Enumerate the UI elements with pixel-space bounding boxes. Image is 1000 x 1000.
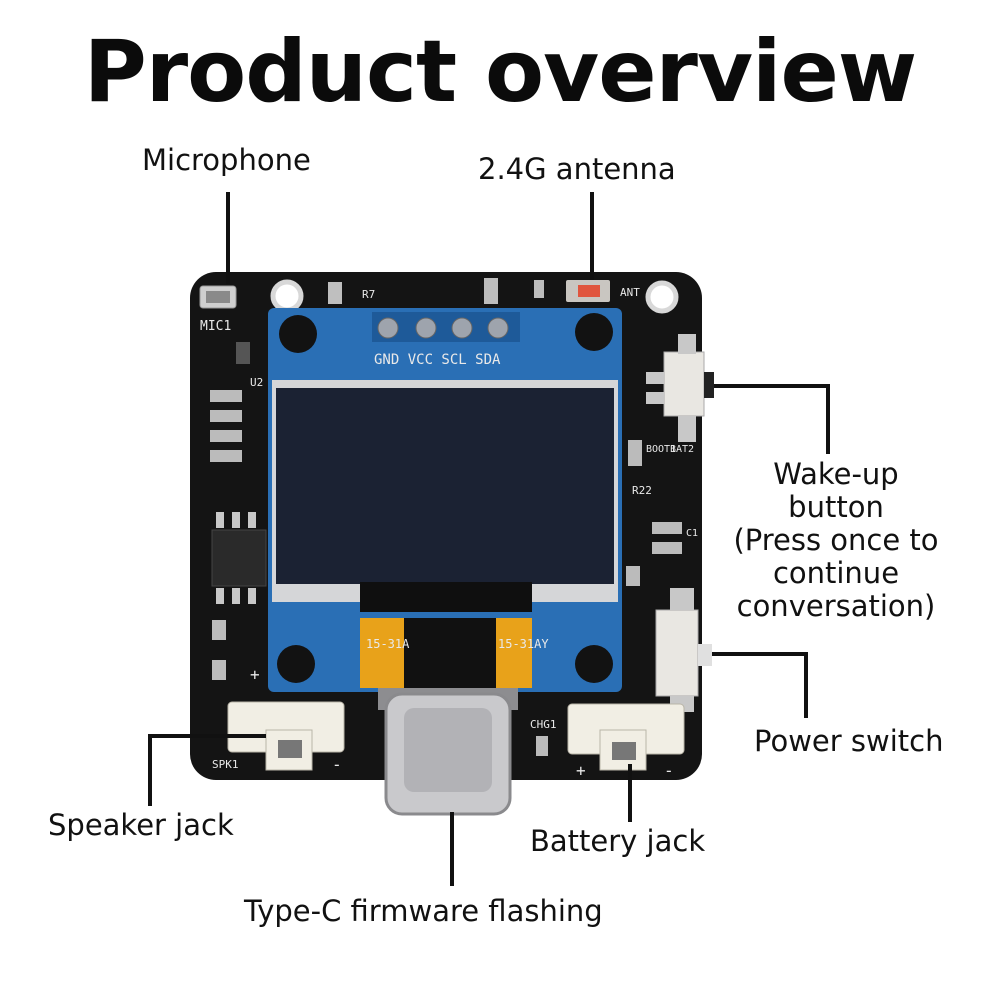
silk-r7: R7 xyxy=(362,288,375,301)
speaker-jack-component: SPK1 + - xyxy=(212,665,345,774)
silk-u2: U2 xyxy=(250,376,263,389)
label-power-switch: Power switch xyxy=(754,724,944,758)
silk-ant: ANT xyxy=(620,286,640,299)
left-components: U2 xyxy=(210,342,267,680)
label-speaker-jack: Speaker jack xyxy=(48,808,234,842)
silk-bat-plus: + xyxy=(576,761,586,780)
silk-spk-minus: - xyxy=(332,755,342,774)
silk-boot: BOOT1 xyxy=(646,444,676,455)
mounting-holes xyxy=(270,279,679,314)
silk-mic: MIC1 xyxy=(200,319,231,334)
oled-module: GND VCC SCL SDA 15-31A 15-31AY xyxy=(268,308,622,692)
leader-lines xyxy=(148,192,830,886)
amplifier-chip xyxy=(211,529,267,587)
silk-flex-right: 15-31AY xyxy=(498,637,549,651)
silk-flex-left: 15-31A xyxy=(366,637,410,651)
right-components: R22 BOOT1 BAT2 C1 xyxy=(626,440,698,586)
silk-r22: R22 xyxy=(632,484,652,497)
label-battery-jack: Battery jack xyxy=(530,824,706,858)
leader-speaker xyxy=(148,734,266,806)
silk-spk: SPK1 xyxy=(212,758,239,771)
label-microphone: Microphone xyxy=(142,143,311,177)
label-wake-up-button: Wake-up button (Press once to continue c… xyxy=(733,457,939,623)
usb-c-port xyxy=(378,688,518,816)
power-switch-component xyxy=(655,588,712,712)
label-typec: Type-C firmware flashing xyxy=(244,894,603,928)
silk-chg: CHG1 xyxy=(530,718,557,731)
silk-c1: C1 xyxy=(686,528,698,539)
leader-power xyxy=(712,652,808,718)
label-antenna: 2.4G antenna xyxy=(478,152,676,186)
leader-wake xyxy=(714,384,830,454)
silk-bat: BAT2 xyxy=(670,444,694,455)
battery-jack-component: CHG1 + - xyxy=(530,703,685,780)
silk-spk-plus: + xyxy=(250,665,260,684)
page-title: Product overview xyxy=(83,22,918,122)
wake-up-button-component xyxy=(646,334,714,442)
silk-pins: GND VCC SCL SDA xyxy=(374,352,501,368)
silk-bat-minus: - xyxy=(664,761,674,780)
